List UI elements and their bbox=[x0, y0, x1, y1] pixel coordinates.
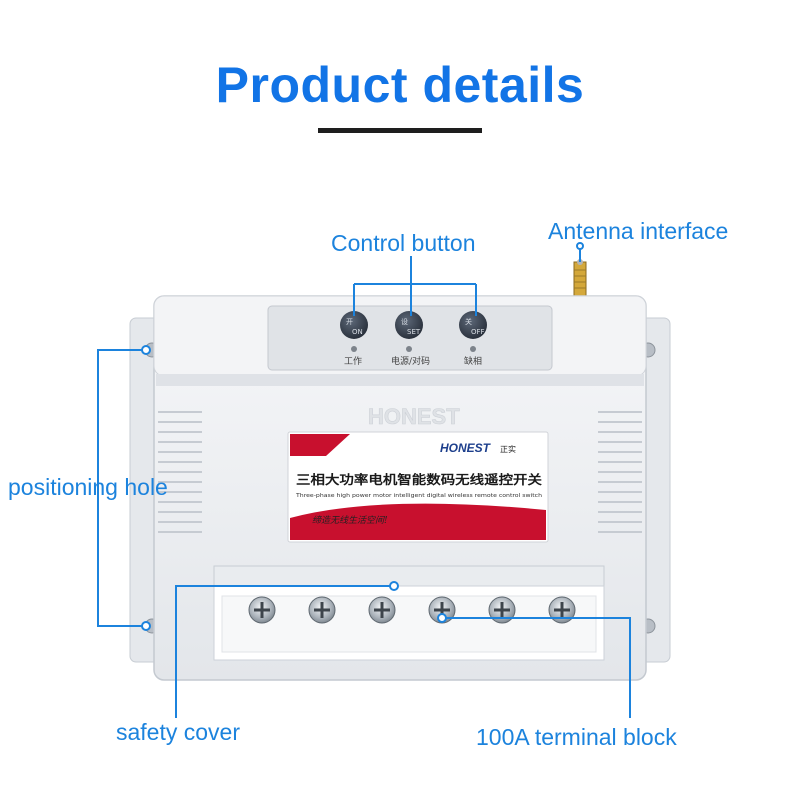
svg-text:开: 开 bbox=[346, 318, 353, 326]
callout-terminal-block: 100A terminal block bbox=[476, 724, 677, 750]
label-brand-cn: 正实 bbox=[500, 444, 516, 454]
callout-dots bbox=[141, 242, 584, 631]
work-indicator-label: 工作 bbox=[344, 355, 362, 367]
callout-control-button: Control button bbox=[331, 230, 476, 256]
vent-grille-left bbox=[158, 411, 202, 533]
work-indicator-led bbox=[351, 346, 357, 352]
label-title-cn: 三相大功率电机智能数码无线遥控开关 bbox=[296, 472, 543, 487]
title-underline bbox=[318, 128, 482, 133]
label-brand: HONEST bbox=[440, 441, 492, 455]
vent-grille-right bbox=[598, 411, 642, 533]
label-slogan: 缔造无线生活空间! bbox=[312, 515, 388, 526]
callout-lines bbox=[97, 246, 631, 718]
label-title-en: Three-phase high power motor intelligent… bbox=[295, 493, 543, 499]
off-button[interactable]: 关 OFF bbox=[459, 311, 487, 339]
set-button[interactable]: 设 SET bbox=[395, 311, 423, 339]
svg-text:设: 设 bbox=[401, 317, 408, 326]
safety-cover[interactable] bbox=[213, 565, 605, 661]
power-indicator-led bbox=[406, 346, 412, 352]
callout-antenna-interface: Antenna interface bbox=[548, 218, 729, 244]
phase-indicator-led bbox=[470, 346, 476, 352]
svg-text:OFF: OFF bbox=[471, 328, 485, 336]
embossed-brand: HONEST bbox=[368, 404, 460, 429]
on-button[interactable]: 开 ON bbox=[340, 311, 368, 339]
power-indicator-label: 电源/对码 bbox=[391, 355, 430, 367]
svg-text:关: 关 bbox=[465, 317, 472, 326]
page-title: Product details bbox=[215, 57, 585, 113]
phase-indicator-label: 缺相 bbox=[464, 355, 482, 367]
svg-text:SET: SET bbox=[407, 328, 421, 336]
svg-text:ON: ON bbox=[352, 328, 363, 336]
callout-safety-cover: safety cover bbox=[116, 719, 240, 745]
product-label: HONEST 正实 三相大功率电机智能数码无线遥控开关 Three-phase … bbox=[287, 431, 549, 543]
callout-positioning-hole: positioning hole bbox=[8, 474, 168, 500]
